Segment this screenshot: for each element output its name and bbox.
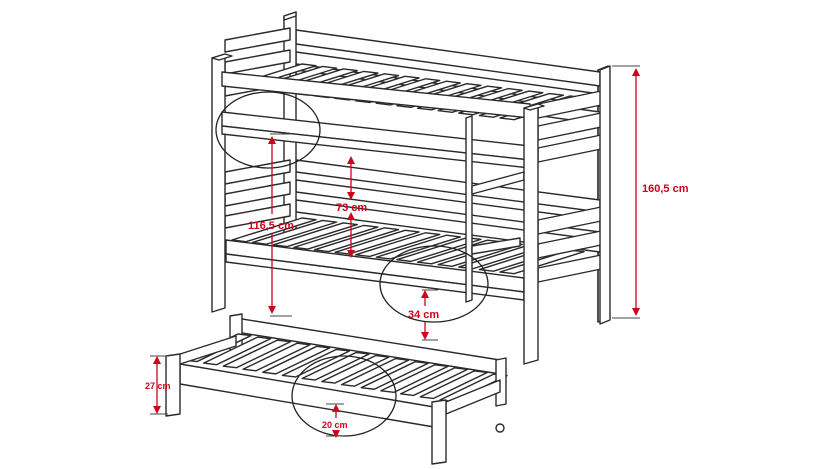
slat bbox=[251, 219, 338, 245]
slat bbox=[340, 357, 410, 387]
slat bbox=[380, 364, 449, 394]
dim-guard-gap: 34 cm bbox=[408, 289, 439, 341]
dim-guard-gap-label: 34 cm bbox=[408, 309, 439, 321]
detail-circles bbox=[215, 91, 489, 437]
dim-bed-clearance-label: 73 cm bbox=[336, 202, 367, 214]
dim-bed-clearance: 73 cm bbox=[336, 156, 367, 258]
slat bbox=[360, 360, 429, 390]
bottom-guard-detail-circle bbox=[379, 245, 489, 323]
slat bbox=[499, 249, 585, 275]
dim-trundle-gap-label: 20 cm bbox=[322, 420, 348, 430]
dim-trundle-height: 27 cm bbox=[145, 355, 171, 415]
slat bbox=[354, 232, 441, 258]
top-bunk-side-rail bbox=[221, 71, 531, 169]
slat bbox=[202, 336, 272, 366]
slat bbox=[313, 227, 400, 253]
slat bbox=[242, 342, 311, 372]
dim-top-bunk-height: 116,5 cm bbox=[248, 133, 294, 317]
slat bbox=[293, 224, 379, 250]
bunk-bed bbox=[211, 11, 611, 365]
dim-trundle-height-label: 27 cm bbox=[145, 381, 171, 391]
caster-wheel-icon bbox=[495, 423, 505, 433]
slat bbox=[272, 222, 358, 248]
trundle-drawer bbox=[165, 313, 508, 465]
slat bbox=[396, 236, 482, 263]
slat bbox=[222, 339, 292, 369]
back-right-post-face bbox=[599, 65, 611, 325]
slat bbox=[399, 367, 469, 397]
slat bbox=[334, 229, 420, 255]
dim-total-height-label: 160,5 cm bbox=[642, 183, 689, 195]
front-right-post bbox=[523, 103, 545, 365]
dim-total-height: 160,5 cm bbox=[612, 65, 689, 319]
slat bbox=[231, 217, 317, 243]
slat bbox=[301, 351, 370, 381]
slat bbox=[262, 345, 331, 375]
dim-trundle-gap: 20 cm bbox=[322, 403, 348, 438]
dim-top-bunk-height-label: 116,5 cm bbox=[248, 220, 294, 232]
dimensions: 160,5 cm 73 cm 116,5 cm 34 cm bbox=[145, 65, 689, 438]
slat bbox=[419, 370, 489, 400]
top-guard-detail-circle bbox=[215, 91, 321, 169]
